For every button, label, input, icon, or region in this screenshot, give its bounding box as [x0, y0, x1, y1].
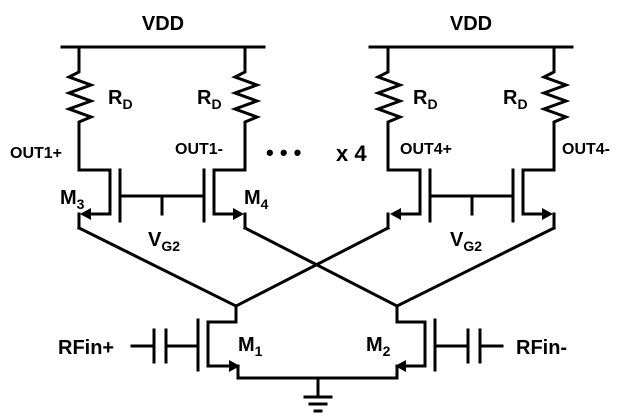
m3-label: M3: [60, 187, 85, 212]
rd-label-3: RD: [413, 87, 438, 112]
m2-source-arrow: [395, 360, 406, 372]
svg-text:RD: RD: [413, 87, 438, 112]
rfin-plus-label: RFin+: [58, 337, 114, 359]
vg2-right-label: VG2: [450, 229, 482, 254]
resistor-rd-1: [64, 45, 96, 172]
m3-source-wire: [85, 205, 112, 216]
ground-icon: [303, 395, 333, 413]
m1-drain-wire: [206, 304, 238, 330]
cross-wire-m6-m2: [394, 225, 557, 309]
m4-source-wire: [212, 205, 239, 216]
rfin-minus-label: RFin-: [516, 337, 567, 359]
m4-label: M4: [244, 187, 269, 212]
cross-wire-m4-m2: [242, 225, 400, 309]
out4-minus-label: OUT4-: [562, 141, 610, 158]
m1-source-wire: [206, 356, 234, 368]
rd-label-1: RD: [108, 87, 133, 112]
m5-drain-wire: [386, 168, 422, 180]
rd-label-4: RD: [503, 87, 528, 112]
vdd-label-right: VDD: [450, 13, 492, 35]
svg-text:RD: RD: [108, 87, 133, 112]
vg2-left-label: VG2: [148, 229, 180, 254]
m6-drain-wire: [521, 168, 556, 180]
vdd-label-left: VDD: [142, 13, 184, 35]
m5-source-arrow: [390, 208, 401, 220]
m2-label: M2: [366, 334, 391, 359]
resistor-rd-2: [230, 45, 262, 172]
m2-drain-wire: [395, 304, 427, 330]
m6-source-wire: [521, 205, 548, 216]
out4-plus-label: OUT4+: [400, 141, 452, 158]
cross-wire-m3-m1: [76, 225, 239, 309]
svg-text:RD: RD: [503, 87, 528, 112]
m4-source-arrow: [233, 208, 244, 220]
m1-source-arrow: [229, 360, 240, 372]
ellipsis: • • •: [266, 140, 301, 165]
m5-source-wire: [395, 205, 422, 216]
m3-source-arrow: [80, 208, 91, 220]
m3-drain-wire: [77, 168, 112, 180]
cross-wire-m5-m1: [233, 225, 391, 309]
rd-label-2: RD: [197, 87, 222, 112]
m1-label: M1: [238, 334, 263, 359]
m4-drain-wire: [212, 168, 247, 180]
out1-minus-label: OUT1-: [175, 141, 223, 158]
svg-text:RD: RD: [197, 87, 222, 112]
resistor-rd-4: [539, 45, 571, 172]
out1-plus-label: OUT1+: [10, 145, 62, 162]
m6-source-arrow: [542, 208, 553, 220]
resistor-rd-3: [373, 45, 405, 172]
tail-node-wire: [236, 364, 399, 380]
m2-source-wire: [401, 356, 427, 368]
times-four-label: x 4: [336, 141, 367, 166]
